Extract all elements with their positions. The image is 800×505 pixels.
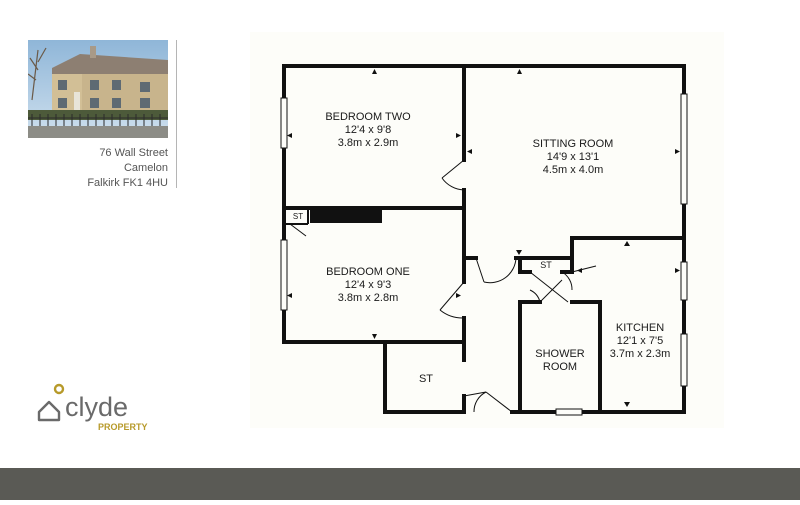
room-kitchen-name: KITCHEN	[616, 322, 664, 334]
room-sitting-room-metric: 4.5m x 4.0m	[543, 164, 604, 176]
window	[280, 97, 288, 149]
window	[280, 239, 288, 311]
window	[555, 408, 583, 416]
brand-name: clyde	[65, 392, 128, 422]
marker-arrow	[675, 149, 680, 154]
brand-tagline: PROPERTY	[98, 422, 148, 432]
door	[439, 281, 465, 311]
room-bedroom-one-name: BEDROOM ONE	[326, 266, 410, 278]
marker-arrow	[372, 334, 377, 339]
room-sitting-room-imperial: 14'9 x 13'1	[547, 151, 600, 163]
room-bedroom-two-imperial: 12'4 x 9'8	[345, 124, 391, 136]
address-line-town: Falkirk FK1 4HU	[87, 177, 168, 189]
door	[289, 223, 307, 237]
room-bedroom-two-name: BEDROOM TWO	[325, 111, 411, 123]
marker-arrow	[577, 268, 582, 273]
door	[441, 159, 465, 179]
door	[463, 391, 487, 397]
marker-arrow	[624, 402, 630, 407]
window	[680, 93, 688, 205]
marker-arrow	[675, 268, 680, 273]
divider	[176, 40, 177, 188]
room-bedroom-one-imperial: 12'4 x 9'3	[345, 279, 391, 291]
marker-arrow	[456, 293, 461, 298]
room-bedroom-two-metric: 3.8m x 2.9m	[338, 137, 399, 149]
footer-bar	[0, 468, 800, 500]
marker-arrow	[467, 149, 472, 154]
marker-arrow	[372, 69, 377, 74]
marker-arrow	[517, 69, 522, 74]
room-st-hall: ST	[419, 373, 433, 385]
room-kitchen-metric: 3.7m x 2.3m	[610, 348, 671, 360]
property-photo	[28, 40, 168, 138]
marker-arrow	[516, 250, 522, 255]
room-st-bedroom: ST	[293, 212, 303, 221]
window	[680, 333, 688, 387]
room-kitchen-imperial: 12'1 x 7'5	[617, 335, 663, 347]
wardrobe	[310, 206, 382, 223]
room-st-cupboard: ST	[540, 260, 552, 270]
door	[475, 257, 485, 283]
door	[485, 391, 513, 413]
marker-arrow	[456, 133, 461, 138]
window	[680, 261, 688, 301]
address-line-street: 76 Wall Street	[99, 147, 168, 159]
marker-arrow	[287, 293, 292, 298]
address-line-area: Camelon	[123, 162, 168, 174]
room-shower-room-name-1: SHOWER	[535, 348, 585, 360]
clyde-property-logo: clyde PROPERTY	[36, 382, 166, 434]
door	[539, 279, 563, 303]
house-icon	[37, 400, 61, 422]
floor-plan: BEDROOM TWO 12'4 x 9'8 3.8m x 2.9m SITTI…	[250, 32, 724, 428]
marker-arrow	[624, 241, 630, 246]
room-bedroom-one-metric: 3.8m x 2.8m	[338, 292, 399, 304]
room-shower-room-name-2: ROOM	[543, 361, 577, 373]
logo-dot-icon	[53, 383, 65, 395]
property-address: 76 Wall Street Camelon Falkirk FK1 4HU	[28, 146, 168, 191]
marker-arrow	[287, 133, 292, 138]
door	[571, 265, 597, 273]
room-sitting-room-name: SITTING ROOM	[533, 138, 614, 150]
door	[529, 271, 569, 303]
